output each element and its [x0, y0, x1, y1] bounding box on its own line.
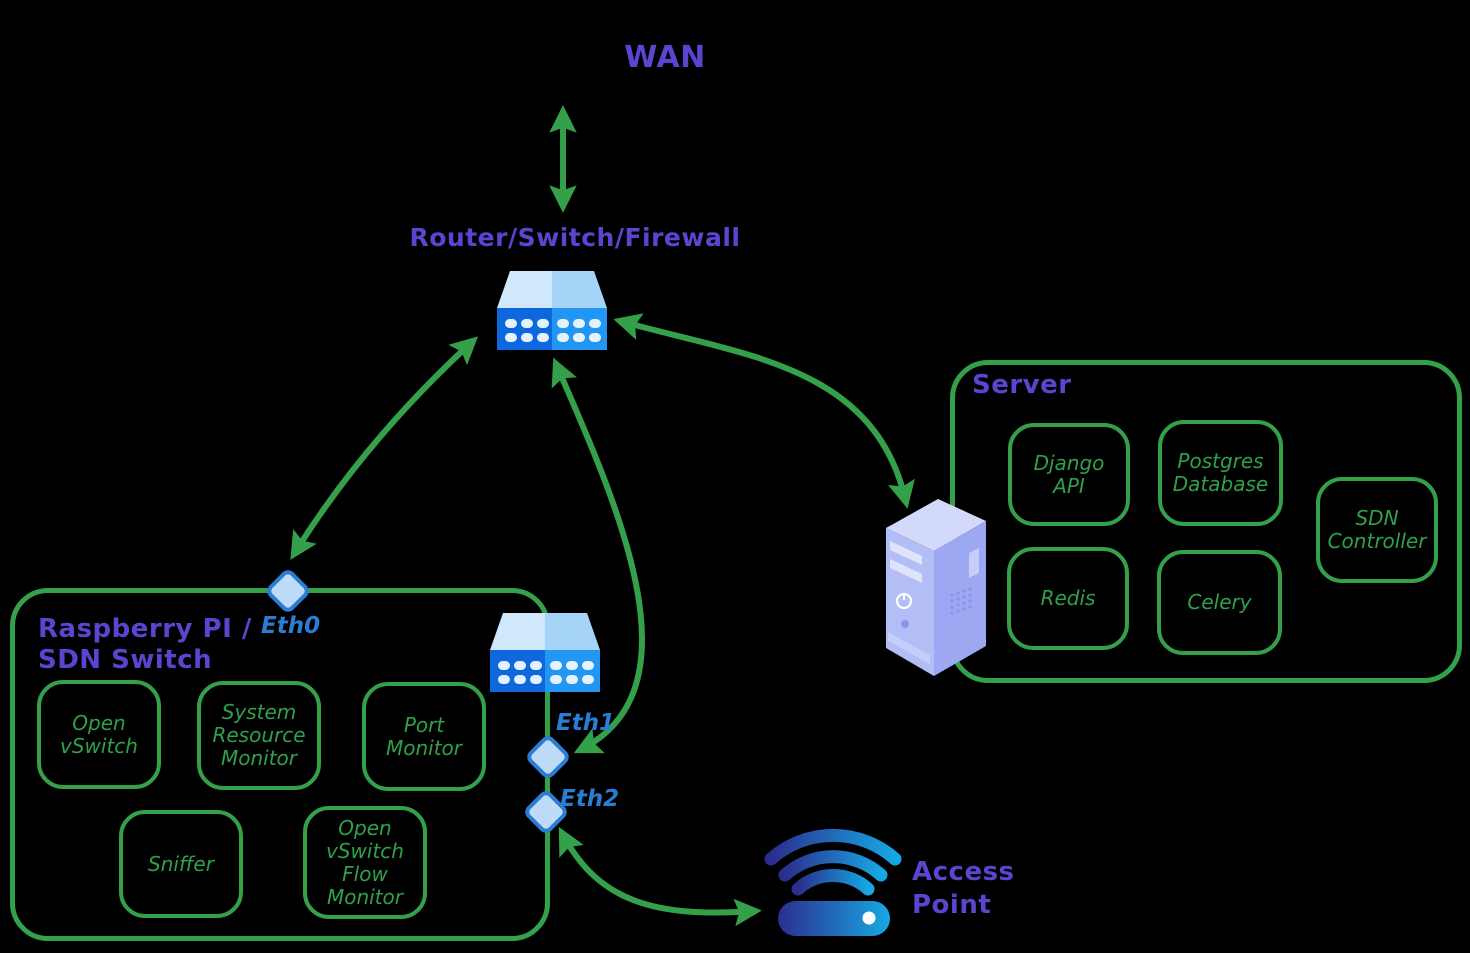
- link-router-eth1: [551, 357, 645, 754]
- wan-label: WAN: [624, 40, 706, 75]
- router-label: Router/Switch/Firewall: [409, 223, 741, 252]
- node-django-api: Django API: [1008, 423, 1130, 526]
- node-system-resource-monitor: System Resource Monitor: [197, 681, 321, 790]
- server-label: Server: [972, 370, 1072, 400]
- node-sdn-controller: SDN Controller: [1316, 477, 1438, 583]
- eth1-label: Eth1: [556, 710, 616, 736]
- eth0-label: Eth0: [261, 613, 321, 639]
- node-celery: Celery: [1157, 550, 1282, 655]
- access-point-icon: [764, 828, 902, 936]
- node-port-monitor: Port Monitor: [362, 682, 486, 791]
- access-point-label: Access Point: [912, 857, 1015, 920]
- node-ovs-flow-monitor: Open vSwitch Flow Monitor: [303, 806, 427, 919]
- link-eth2-accesspoint: [558, 826, 762, 927]
- link-router-eth0: [290, 336, 479, 560]
- router-switch-icon: [497, 271, 607, 350]
- node-postgres-database: Postgres Database: [1158, 420, 1283, 526]
- node-redis: Redis: [1007, 547, 1129, 650]
- eth2-label: Eth2: [560, 786, 620, 812]
- node-open-vswitch: Open vSwitch: [37, 680, 161, 789]
- node-sniffer: Sniffer: [119, 810, 243, 918]
- link-router-server: [613, 313, 915, 509]
- raspberry-pi-label: Raspberry PI / SDN Switch: [38, 614, 252, 676]
